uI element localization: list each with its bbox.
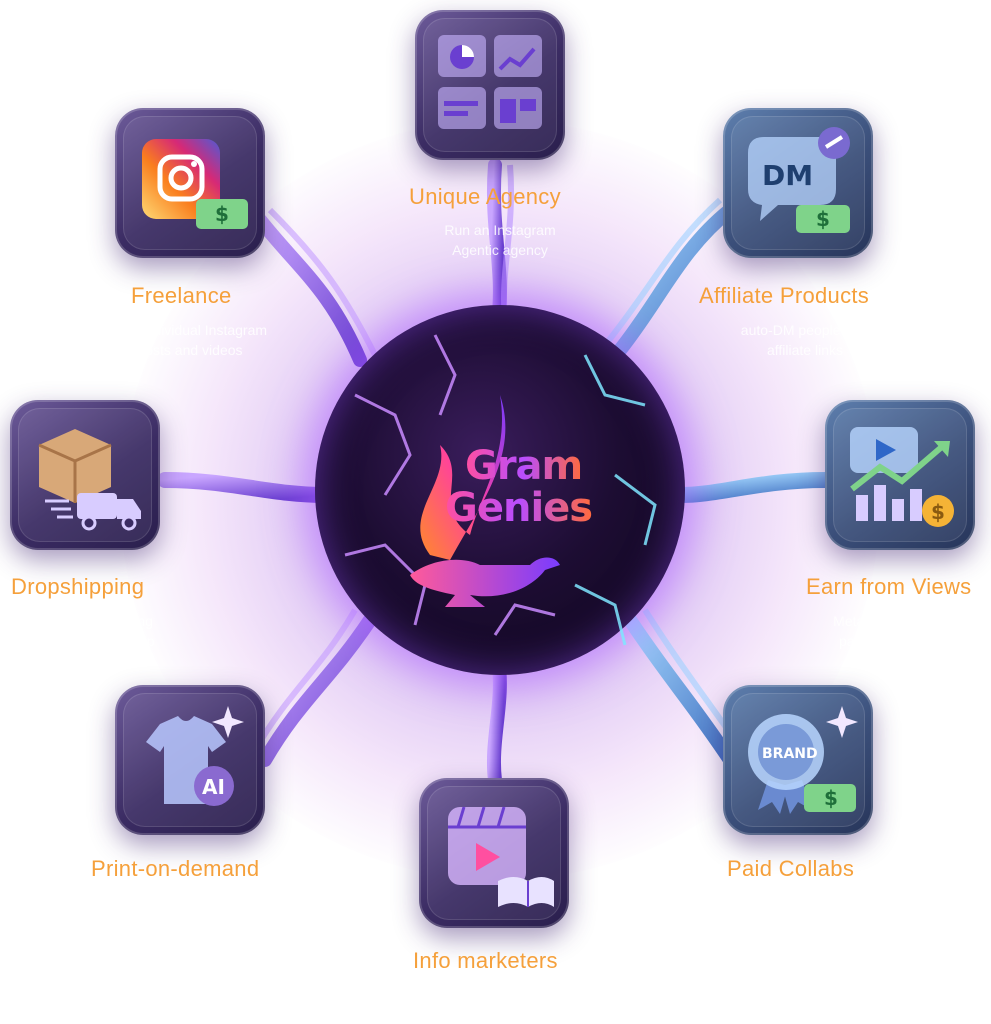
connector-info <box>486 653 507 787</box>
earn-from-views-label: Earn from Views <box>806 574 972 599</box>
svg-text:AI: AI <box>202 775 225 799</box>
earn-from-views-tile[interactable]: $ <box>825 400 975 550</box>
dropshipping-tile[interactable] <box>10 400 160 550</box>
svg-text:$: $ <box>931 500 945 524</box>
connector-print <box>258 613 377 767</box>
earn-desc-1: Meta F... <box>833 613 887 629</box>
connector-unique-agency <box>486 158 507 327</box>
info-marketers-tile[interactable] <box>419 778 569 928</box>
svg-text:$: $ <box>215 202 229 226</box>
genie-lamp-logo <box>410 395 560 607</box>
connector-dropshipping <box>157 472 333 503</box>
dropshipping-desc-2: ...ow up <box>105 633 155 649</box>
dropshipping-desc-1: ...pping <box>107 613 153 629</box>
orb-cracks <box>344 334 657 646</box>
dashboard-windows-icon <box>438 35 542 129</box>
affiliate-desc-1: auto-DM people with <box>740 322 870 338</box>
svg-text:DM: DM <box>762 159 813 192</box>
freelance-desc-1: ...ell individual Instagram <box>112 322 268 338</box>
freelance-tile[interactable]: $ <box>115 108 265 258</box>
svg-text:$: $ <box>824 786 838 810</box>
brand-badge-money-icon: BRAND $ <box>748 706 858 814</box>
connector-print-2 <box>252 608 358 752</box>
instagram-money-icon: $ <box>142 139 248 229</box>
tshirt-ai-icon: AI <box>146 706 244 806</box>
connector-affiliate-2 <box>602 197 723 347</box>
dm-link-money-icon: DM $ <box>748 127 850 233</box>
brand-name-line2: Genies <box>445 485 593 531</box>
box-truck-icon <box>38 429 141 531</box>
paid-collabs-label: Paid Collabs <box>727 856 855 881</box>
paid-collabs-tile[interactable]: BRAND $ <box>723 685 873 835</box>
connector-unique-agency-2 <box>500 164 515 321</box>
freelance-label: Freelance <box>131 283 232 308</box>
unique-agency-desc-2: Agentic agency <box>452 242 548 258</box>
video-book-icon <box>448 806 554 907</box>
unique-agency-desc-1: Run an Instagram <box>444 222 556 238</box>
affiliate-desc-2: affiliate links <box>766 342 843 358</box>
svg-text:$: $ <box>816 207 830 231</box>
connector-paid <box>623 613 737 767</box>
connector-earn-views <box>672 472 833 503</box>
connector-affiliate <box>613 203 737 357</box>
earn-desc-2: pay f... <box>838 633 882 649</box>
dropshipping-label: Dropshipping <box>11 574 145 599</box>
central-orb: Gram Genies <box>315 305 685 675</box>
print-on-demand-label: Print-on-demand <box>91 856 260 881</box>
brand-name-line1: Gram <box>465 443 583 489</box>
video-growth-chart-icon: $ <box>850 427 954 527</box>
info-marketers-label: Info marketers <box>413 948 558 973</box>
affiliate-products-label: Affiliate Products <box>699 283 870 308</box>
unique-agency-label: Unique Agency <box>409 184 561 209</box>
connector-freelance <box>253 213 367 367</box>
unique-agency-tile[interactable] <box>415 10 565 160</box>
svg-text:BRAND: BRAND <box>762 746 818 762</box>
freelance-desc-2: posts and videos <box>137 342 243 358</box>
affiliate-products-tile[interactable]: DM $ <box>723 108 873 258</box>
print-on-demand-tile[interactable]: AI <box>115 685 265 835</box>
connector-freelance-2 <box>267 207 378 357</box>
